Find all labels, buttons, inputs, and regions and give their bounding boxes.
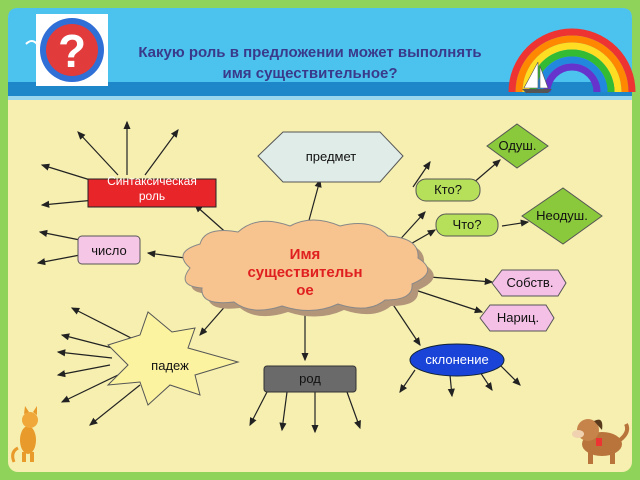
node-number-shape	[77, 235, 141, 265]
node-gender-shape	[263, 365, 357, 393]
node-inanimate-shape	[521, 187, 603, 245]
node-who-shape	[415, 178, 481, 202]
central-cloud	[182, 219, 434, 317]
node-gender: род	[299, 371, 321, 386]
node-proper-shape	[491, 269, 567, 297]
cat-icon	[11, 406, 38, 463]
center-line-2: существительн	[247, 264, 363, 281]
question-mark-icon: ?	[36, 14, 108, 86]
slide-title: Какую роль в предложении может выполнять…	[80, 42, 540, 84]
node-predmet: предмет	[305, 149, 357, 164]
sky	[8, 8, 632, 92]
node-what: Что?	[452, 217, 482, 232]
node-what-shape	[435, 213, 499, 237]
center-label: Имя существительн ое	[205, 246, 405, 300]
title-line-1: Какую роль в предложении может выполнять	[138, 44, 482, 61]
node-declension-shape	[409, 343, 505, 377]
node-inanimate: Неодуш.	[536, 208, 588, 223]
node-syntax-line-2: роль	[138, 189, 166, 203]
node-case-shape	[106, 311, 240, 406]
node-animate-shape	[486, 123, 549, 169]
node-number: число	[91, 243, 127, 258]
svg-text:?: ?	[58, 25, 86, 77]
node-case: падеж	[151, 358, 189, 373]
sailboat-icon	[522, 61, 552, 93]
sea	[8, 82, 632, 98]
center-line-1: Имя	[289, 246, 321, 263]
node-syntax-line-1: Синтаксическая	[107, 174, 197, 188]
center-line-3: ое	[296, 282, 314, 299]
node-proper: Собств.	[506, 275, 554, 290]
node-syntax-shape	[87, 178, 217, 208]
node-declension: склонение	[425, 352, 489, 367]
node-syntax: Синтаксическая роль	[88, 174, 216, 204]
node-who: Кто?	[434, 182, 462, 197]
node-predmet-shape	[257, 131, 404, 183]
node-animate: Одуш.	[498, 138, 537, 153]
node-common: Нариц.	[496, 310, 540, 325]
node-common-shape	[479, 304, 555, 332]
title-line-2: имя существительное?	[222, 65, 398, 82]
dog-icon	[572, 419, 630, 464]
